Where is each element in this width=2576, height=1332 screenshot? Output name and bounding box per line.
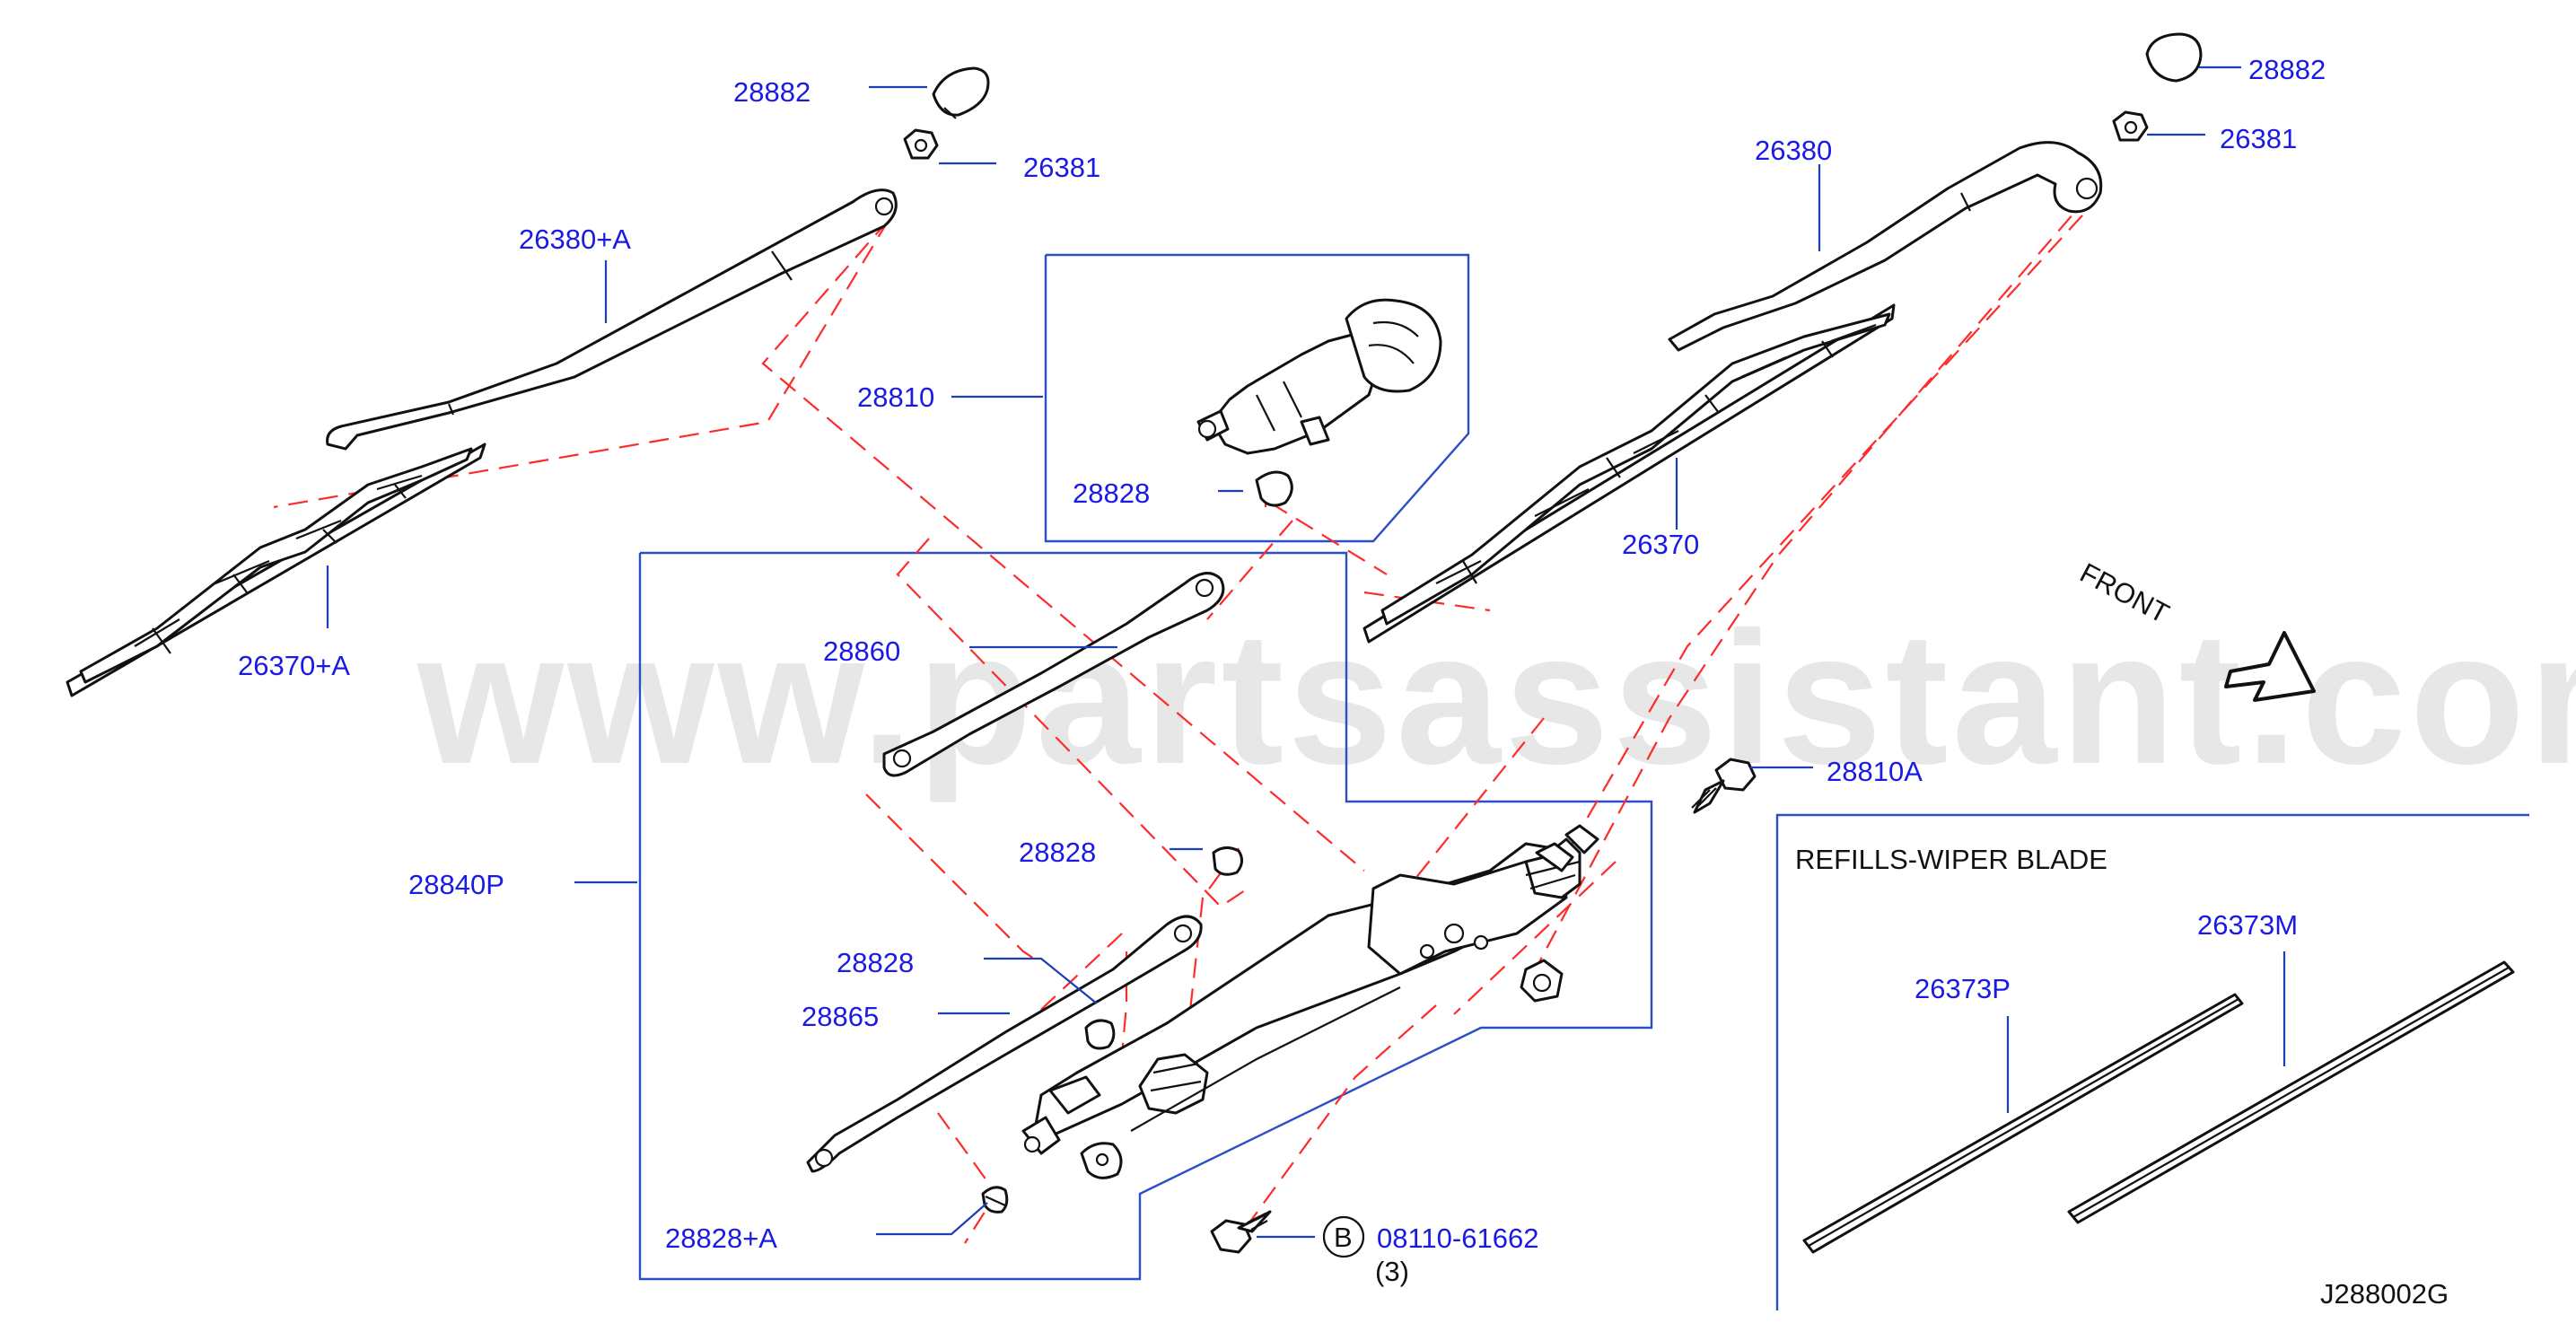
label-08110-61662: 08110-61662: [1377, 1222, 1538, 1254]
front-arrow-icon: [2224, 631, 2316, 702]
right-arm-cap: [2145, 32, 2203, 83]
label-26381-left: 26381: [1023, 152, 1100, 183]
label-bolt-qty: (3): [1375, 1256, 1409, 1287]
left-wiper-arm: [326, 188, 898, 451]
right-arm-nut: [2112, 110, 2149, 142]
label-28810: 28810: [857, 381, 934, 413]
label-28828a: 28828+A: [665, 1222, 777, 1254]
label-28828-motor: 28828: [1073, 478, 1150, 509]
ball-socket-a: [981, 1186, 1009, 1214]
leader-lines: [326, 66, 2286, 1239]
link-rod-lower: [806, 915, 1203, 1173]
label-28882-left: 28882: [733, 76, 810, 108]
left-wiper-blade: [66, 443, 486, 697]
label-28860: 28860: [823, 635, 900, 667]
label-26381-right: 26381: [2220, 123, 2297, 154]
bolt-callout-circle: [1322, 1215, 1365, 1258]
diagram-code: J288002G: [2320, 1278, 2449, 1310]
watermark-text: www.partsassistant.com: [416, 592, 2576, 803]
label-28840p: 28840P: [408, 869, 504, 900]
refill-26373m: [2067, 960, 2515, 1224]
label-26380a: 26380+A: [519, 223, 631, 255]
motor-ball-socket: [1255, 470, 1293, 507]
label-26380: 26380: [1755, 135, 1832, 166]
label-28810a: 28810A: [1827, 756, 1923, 787]
label-28828-mid: 28828: [1019, 837, 1096, 868]
linkage-box-frame: [638, 551, 1653, 1281]
label-28828-low: 28828: [837, 947, 914, 978]
ball-socket-mid: [1212, 846, 1243, 876]
link-rod-upper: [882, 572, 1225, 777]
left-arm-cap: [932, 66, 990, 119]
right-wiper-arm: [1668, 141, 2103, 352]
ball-socket-low: [1084, 1019, 1116, 1050]
label-26370a: 26370+A: [238, 650, 350, 681]
right-wiper-blade: [1362, 303, 1896, 644]
wiper-motor: [1196, 298, 1442, 455]
linkage-frame: [1021, 824, 1599, 1179]
label-26370: 26370: [1622, 529, 1699, 560]
bolt-28810a: [1691, 758, 1757, 814]
bolt-08110: [1210, 1210, 1272, 1254]
label-28882-right: 28882: [2248, 54, 2326, 85]
label-28865: 28865: [802, 1001, 879, 1032]
refills-box-frame: [1775, 813, 2529, 1310]
motor-box-frame: [1044, 253, 1470, 543]
label-26373p: 26373P: [1914, 973, 2011, 1004]
bolt-callout-letter: B: [1334, 1222, 1353, 1253]
refill-26373p: [1802, 993, 2244, 1254]
left-arm-nut: [903, 128, 939, 160]
refills-title: REFILLS-WIPER BLADE: [1795, 844, 2107, 875]
label-26373m: 26373M: [2197, 909, 2298, 941]
